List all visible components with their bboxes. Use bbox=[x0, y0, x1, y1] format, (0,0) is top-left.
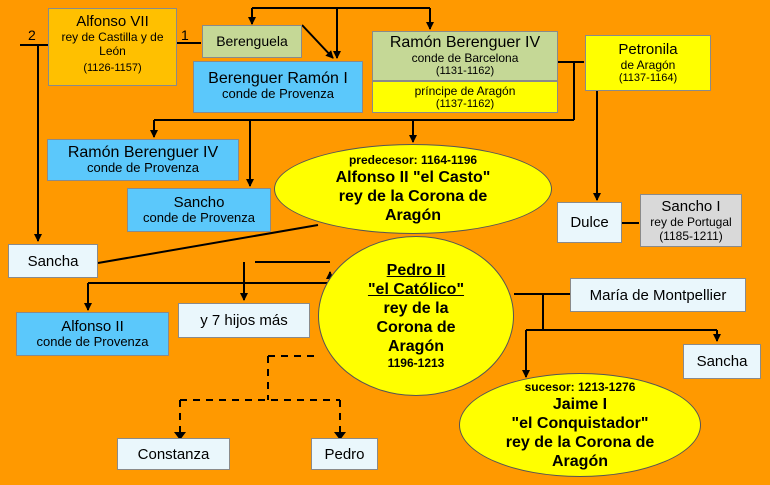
sancho-i-title: rey de Portugal bbox=[650, 215, 732, 229]
alfonso-ii-predecesor-label: predecesor: 1164-1196 bbox=[348, 153, 478, 167]
alfonso-ii-provenza-title: conde de Provenza bbox=[36, 334, 149, 349]
pedro-ii-title-2: Corona de bbox=[376, 319, 456, 336]
sancha-box-1: Sancha bbox=[8, 244, 98, 278]
maria-montpellier-name: María de Montpellier bbox=[589, 286, 727, 304]
siete-hijos-label: y 7 hijos más bbox=[200, 312, 288, 329]
alfonso-ii-el-casto-ellipse: predecesor: 1164-1196 Alfonso II "el Cas… bbox=[274, 144, 552, 234]
sancha-name-2: Sancha bbox=[696, 353, 748, 370]
alfonso-ii-name: Alfonso II "el Casto" bbox=[335, 169, 491, 186]
sancho-provenza-box: Sancho conde de Provenza bbox=[127, 188, 271, 232]
petronila-box: Petronila de Aragón (1137-1164) bbox=[585, 35, 711, 91]
pedro-name: Pedro bbox=[324, 445, 365, 463]
sancha-box-2: Sancha bbox=[683, 344, 761, 379]
alfonso-ii-title: rey de la Corona de Aragón bbox=[338, 188, 488, 224]
marriage-number-2: 2 bbox=[28, 27, 36, 43]
jaime-i-title-2: Aragón bbox=[552, 452, 608, 470]
jaime-i-name: Jaime I bbox=[552, 395, 608, 413]
pedro-ii-name: Pedro II bbox=[386, 262, 446, 279]
pedro-ii-epithet: "el Católico" bbox=[367, 281, 465, 298]
marriage-number-1: 1 bbox=[181, 27, 189, 43]
constanza-name: Constanza bbox=[137, 445, 210, 463]
petronila-title: de Aragón bbox=[620, 58, 676, 72]
sancho-i-name: Sancho I bbox=[661, 198, 721, 215]
ramon-berenguer-iv-provenza-box: Ramón Berenguer IV conde de Provenza bbox=[47, 139, 239, 181]
ramon-berenguer-iv-barcelona-title: conde de Barcelona bbox=[411, 51, 519, 65]
ramon-berenguer-iv-barcelona-years: (1131-1162) bbox=[435, 65, 495, 77]
sancha-name-1: Sancha bbox=[27, 252, 79, 270]
ramon-berenguer-iv-barcelona-box: Ramón Berenguer IV conde de Barcelona (1… bbox=[372, 31, 558, 81]
sancho-i-years: (1185-1211) bbox=[659, 229, 723, 243]
alfonso-vii-name: Alfonso VII bbox=[76, 13, 149, 30]
principe-aragon-years: (1137-1162) bbox=[435, 98, 495, 110]
sancho-i-box: Sancho I rey de Portugal (1185-1211) bbox=[640, 194, 742, 247]
jaime-i-sucesor-label: sucesor: 1213-1276 bbox=[524, 379, 636, 394]
siete-hijos-box: y 7 hijos más bbox=[178, 303, 310, 338]
alfonso-vii-title: rey de Castilla y de León bbox=[61, 30, 164, 58]
constanza-box: Constanza bbox=[117, 438, 230, 470]
ramon-berenguer-iv-barcelona-name: Ramón Berenguer IV bbox=[389, 34, 541, 51]
berenguer-ramon-i-title: conde de Provenza bbox=[221, 86, 335, 101]
sancho-provenza-name: Sancho bbox=[173, 194, 225, 211]
ramon-berenguer-iv-provenza-name: Ramón Berenguer IV bbox=[67, 144, 219, 161]
ramon-berenguer-iv-provenza-title: conde de Provenza bbox=[86, 160, 200, 175]
berenguela-name: Berenguela bbox=[216, 33, 288, 49]
alfonso-ii-provenza-box: Alfonso II conde de Provenza bbox=[16, 312, 169, 356]
pedro-ii-title-1: rey de la bbox=[383, 300, 449, 317]
berenguer-ramon-i-name: Berenguer Ramón I bbox=[208, 70, 348, 87]
petronila-name: Petronila bbox=[618, 41, 678, 58]
pedro-box: Pedro bbox=[311, 438, 378, 470]
petronila-years: (1137-1164) bbox=[618, 72, 678, 84]
principe-aragon-box: príncipe de Aragón (1137-1162) bbox=[372, 81, 558, 113]
jaime-i-title-1: rey de la Corona de bbox=[505, 433, 655, 451]
alfonso-vii-box: Alfonso VII rey de Castilla y de León (1… bbox=[48, 8, 177, 86]
berenguer-ramon-i-box: Berenguer Ramón I conde de Provenza bbox=[193, 61, 363, 113]
pedro-ii-years: 1196-1213 bbox=[387, 356, 445, 370]
pedro-ii-title-3: Aragón bbox=[388, 338, 444, 355]
principe-aragon-title: príncipe de Aragón bbox=[414, 84, 516, 98]
sancho-provenza-title: conde de Provenza bbox=[142, 210, 256, 225]
pedro-ii-ellipse: Pedro II "el Católico" rey de la Corona … bbox=[318, 236, 514, 396]
alfonso-ii-provenza-name: Alfonso II bbox=[61, 318, 124, 335]
dulce-box: Dulce bbox=[557, 202, 622, 243]
dulce-name: Dulce bbox=[570, 214, 609, 231]
jaime-i-ellipse: sucesor: 1213-1276 Jaime I "el Conquista… bbox=[459, 373, 701, 477]
maria-montpellier-box: María de Montpellier bbox=[570, 278, 746, 312]
berenguela-box: Berenguela bbox=[202, 25, 302, 58]
alfonso-vii-years: (1126-1157) bbox=[83, 62, 142, 74]
jaime-i-epithet: "el Conquistador" bbox=[511, 414, 649, 432]
